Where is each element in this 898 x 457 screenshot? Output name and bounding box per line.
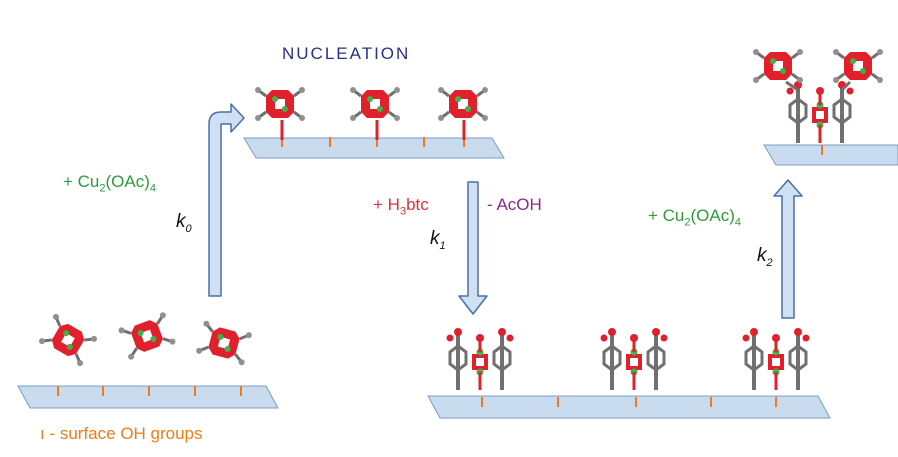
growth-bond-1 bbox=[840, 80, 852, 92]
step0-rate-constant: k0 bbox=[176, 211, 192, 235]
substrate-nucleation bbox=[243, 137, 505, 159]
legend-text: - surface OH groups bbox=[44, 424, 203, 443]
step1-reagent-prefix: + H bbox=[373, 195, 400, 214]
step2-rate-sub: 2 bbox=[766, 256, 773, 269]
step2-reagent-sub1: 2 bbox=[684, 216, 691, 229]
legend-marker: ı bbox=[40, 424, 45, 443]
nucleation-title: NUCLEATION bbox=[282, 44, 411, 63]
substrate-linker bbox=[427, 395, 831, 419]
step1-rate-constant: k1 bbox=[430, 228, 446, 252]
step1-rate-sub: 1 bbox=[439, 239, 446, 252]
linker-unit-0 bbox=[444, 326, 516, 392]
step2-reagent-prefix: + Cu bbox=[648, 206, 685, 225]
step2-reagent-sub2: 4 bbox=[734, 216, 742, 229]
step0-rate-sub: 0 bbox=[185, 222, 192, 235]
substrate-initial bbox=[17, 385, 279, 409]
growth-bond-0 bbox=[785, 80, 799, 92]
step2-reagent-label: + Cu2(OAc)4 bbox=[648, 206, 741, 228]
step1-rate-symbol: k bbox=[430, 228, 440, 249]
linker-unit-2 bbox=[740, 326, 812, 392]
step2-rate-symbol: k bbox=[757, 245, 767, 266]
cluster-initial-1 bbox=[116, 309, 178, 363]
arrow-step0 bbox=[208, 103, 245, 297]
step1-byproduct-label: - AcOH bbox=[487, 195, 542, 214]
step2-reagent-mid: (OAc) bbox=[690, 206, 735, 225]
cluster-initial-2 bbox=[193, 318, 255, 368]
substrate-growth bbox=[763, 144, 898, 166]
step0-reagent-sub2: 4 bbox=[149, 182, 157, 195]
step1-reagent-label: + H3btc bbox=[373, 195, 429, 217]
linker-unit-1 bbox=[598, 326, 670, 392]
step0-rate-symbol: k bbox=[176, 211, 186, 232]
cluster-nucleation-2 bbox=[436, 85, 490, 123]
step0-reagent-mid: (OAc) bbox=[105, 172, 150, 191]
step0-reagent-prefix: + Cu bbox=[63, 172, 100, 191]
cluster-initial-0 bbox=[36, 311, 100, 369]
growth-cluster-0 bbox=[751, 47, 805, 85]
step1-reagent-sub1: 3 bbox=[399, 205, 407, 218]
arrow-step2 bbox=[773, 179, 803, 319]
step1-reagent-mid: btc bbox=[406, 195, 429, 214]
step0-reagent-sub1: 2 bbox=[99, 182, 106, 195]
cluster-nucleation-0 bbox=[253, 85, 307, 123]
arrow-step1 bbox=[458, 181, 488, 315]
step0-reagent-label: + Cu2(OAc)4 bbox=[63, 172, 156, 194]
growth-cluster-1 bbox=[831, 47, 885, 85]
step2-rate-constant: k2 bbox=[757, 245, 773, 269]
cluster-nucleation-1 bbox=[348, 85, 402, 123]
legend-surface-oh: ı - surface OH groups bbox=[40, 424, 203, 444]
